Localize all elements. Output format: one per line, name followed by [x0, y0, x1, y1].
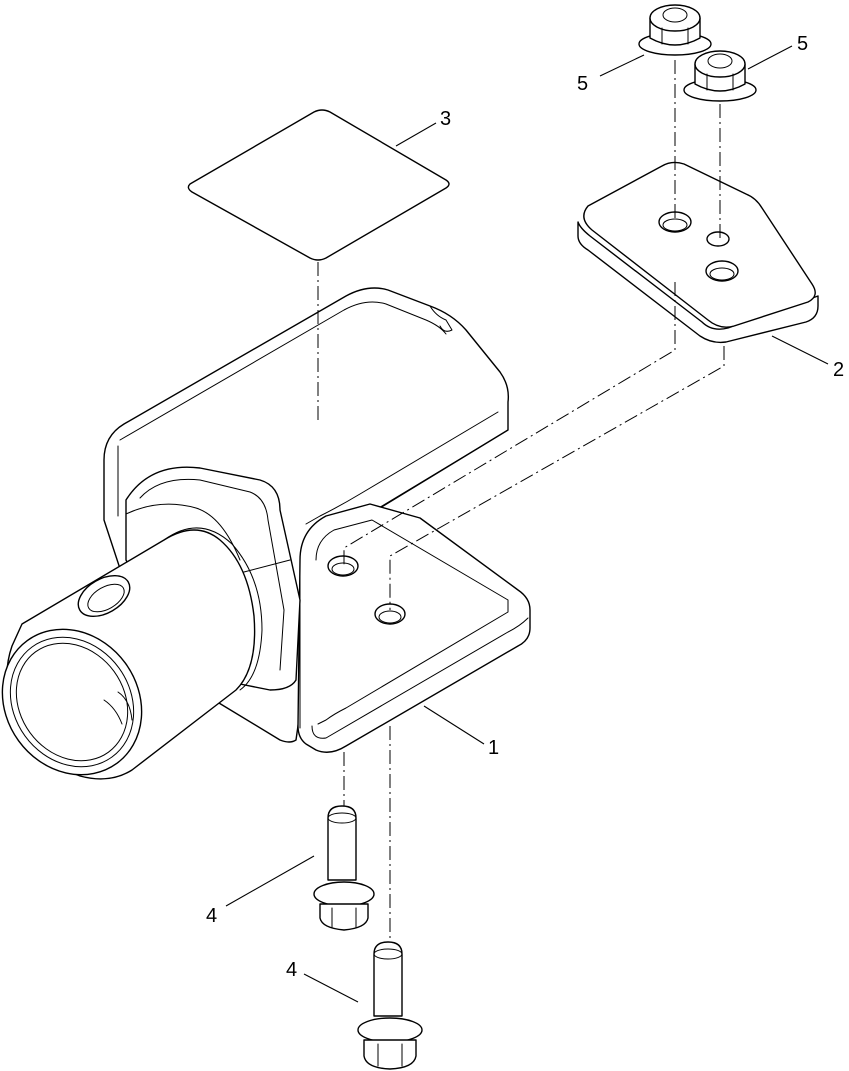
part-mounting-plate [577, 161, 819, 344]
part-flange-bolt-upper [313, 805, 375, 931]
leader-lines [225, 45, 829, 1003]
callout-2: 2 [833, 359, 844, 381]
callout-1: 1 [488, 737, 499, 759]
callout-5-left: 5 [577, 73, 588, 95]
part-decal [187, 109, 450, 261]
callout-4-lower: 4 [286, 959, 297, 981]
part-flange-nut-left [638, 4, 712, 56]
callout-labels: 3 5 5 2 1 4 4 [206, 33, 844, 981]
part-flange-nut-right [683, 50, 757, 102]
part-flange-bolt-lower [357, 941, 423, 1070]
callout-4-upper: 4 [206, 905, 217, 927]
part-bracket-housing [1, 287, 531, 780]
assembly-centerlines [317, 60, 725, 942]
callout-3: 3 [440, 108, 451, 130]
callout-5-right: 5 [797, 33, 808, 55]
